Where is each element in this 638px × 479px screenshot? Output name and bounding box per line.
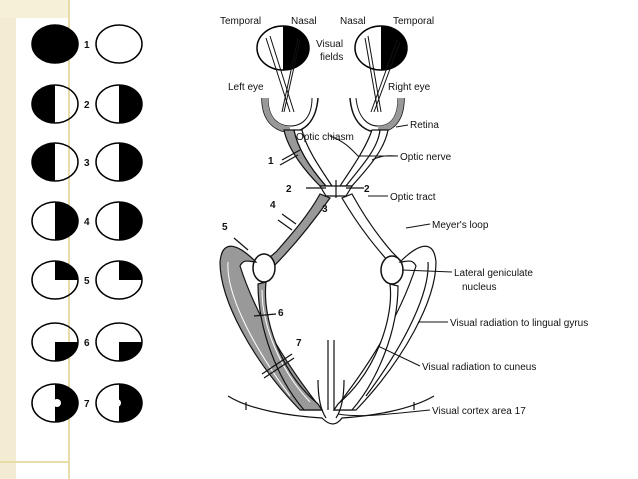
left-visual-field	[256, 25, 310, 71]
label-nasal-left: Nasal	[291, 16, 317, 27]
label-lgn-line2: nucleus	[462, 282, 496, 293]
lesion-number-1: 1	[268, 156, 274, 167]
macular-sparing-spot	[113, 399, 121, 407]
label-visual-fields-line1: Visual	[316, 39, 343, 50]
lesion-number-4: 4	[270, 200, 276, 211]
lesion-number-3: 3	[322, 204, 328, 215]
label-optic-nerve: Optic nerve	[400, 152, 452, 163]
label-temporal-right: Temporal	[393, 16, 434, 27]
lesion-number-2-right: 2	[364, 184, 370, 195]
macular-sparing-spot	[53, 399, 61, 407]
lesion-number-2-left: 2	[286, 184, 292, 195]
light-rays	[265, 35, 401, 113]
label-left-eye: Left eye	[228, 82, 264, 93]
lesion-number-7: 7	[296, 338, 302, 349]
right-visual-field	[354, 25, 408, 71]
lesion-number-5: 5	[222, 222, 228, 233]
field-defect-number: 3	[84, 158, 90, 169]
field-defect-2: 2	[31, 84, 143, 124]
field-defect-number: 7	[84, 399, 90, 410]
label-visual-cortex: Visual cortex area 17	[432, 406, 526, 417]
lesion-bars	[233, 149, 364, 379]
visual-cortex-outline	[227, 340, 435, 425]
label-visual-fields-line2: fields	[320, 52, 343, 63]
lesion-number-6: 6	[278, 308, 284, 319]
slide-border-top	[0, 0, 68, 18]
field-defect-6: 6	[31, 322, 143, 362]
field-defect-7: 7	[31, 383, 143, 423]
field-defect-number: 6	[84, 338, 90, 349]
left-lgn	[252, 253, 276, 283]
field-defect-4: 4	[31, 201, 143, 241]
label-optic-tract: Optic tract	[390, 192, 436, 203]
field-defect-number: 2	[84, 100, 90, 111]
label-right-eye: Right eye	[388, 82, 431, 93]
label-retina: Retina	[410, 120, 439, 131]
slide-border-left	[0, 0, 16, 479]
field-defect-5: 5	[31, 260, 143, 300]
label-nasal-right: Nasal	[340, 16, 366, 27]
field-defect-number: 5	[84, 276, 90, 287]
slide-rule-horizontal	[0, 461, 70, 463]
label-meyers-loop: Meyer's loop	[432, 220, 489, 231]
field-defect-1: 1	[31, 24, 143, 64]
left-eye-retina	[261, 97, 319, 133]
label-optic-chiasm: Optic chiasm	[296, 132, 354, 143]
leader-lines	[329, 124, 453, 417]
label-lgn-line1: Lateral geniculate	[454, 268, 533, 279]
field-defect-number: 4	[84, 217, 90, 228]
label-temporal-left: Temporal	[220, 16, 261, 27]
right-lgn	[380, 255, 404, 285]
field-defect-3: 3	[31, 142, 143, 182]
label-radiation-lingual: Visual radiation to lingual gyrus	[450, 318, 588, 329]
label-radiation-cuneus: Visual radiation to cuneus	[422, 362, 536, 373]
optic-tracts	[263, 193, 403, 269]
right-optic-radiation	[332, 245, 437, 411]
slide-rule-vertical	[68, 0, 70, 479]
field-defect-number: 1	[84, 40, 90, 51]
left-optic-radiation	[219, 245, 324, 411]
